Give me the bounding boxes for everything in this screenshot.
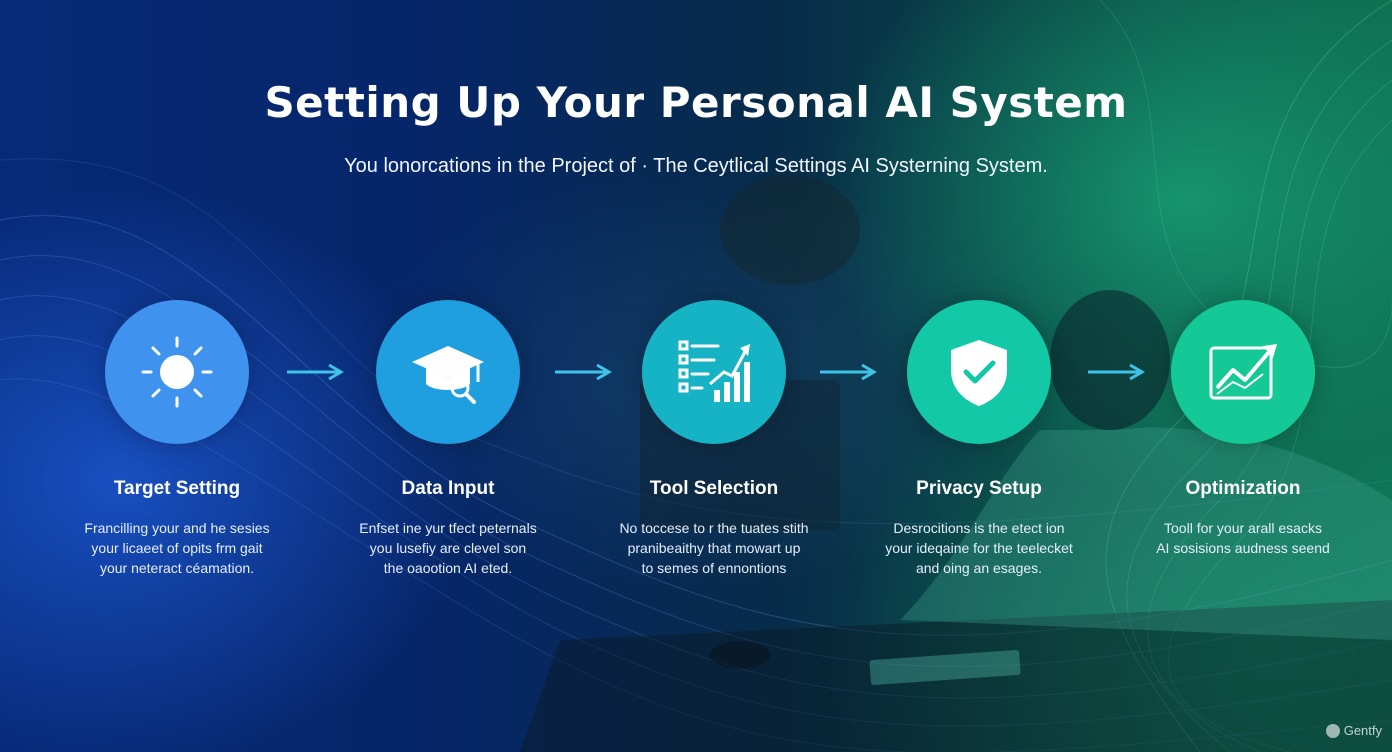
arrow-right-icon — [287, 363, 344, 381]
checklist-chart-icon — [678, 340, 750, 402]
arrow-right-icon — [820, 363, 877, 381]
growth-chart-icon — [1209, 344, 1277, 400]
step-title: Optimization — [1185, 478, 1301, 499]
graduation-cap-icon — [412, 346, 484, 404]
page-title: Setting Up Your Personal AI System — [264, 78, 1128, 127]
step-description: Tooll for your arall esacks AI sosisions… — [1156, 520, 1330, 556]
step-description: No toccese to r the tuates stith pranibe… — [619, 520, 809, 576]
brand-logo-icon — [1325, 723, 1340, 738]
step-tool-selection: Tool Selection No toccese to r the tuate… — [594, 300, 834, 578]
step-icon-circle — [642, 300, 786, 444]
step-title: Tool Selection — [649, 478, 779, 499]
step-optimization: Optimization Tooll for your arall esacks… — [1123, 300, 1363, 558]
step-description: Desrocitions is the etect ion your ideqa… — [885, 520, 1073, 576]
step-icon-circle — [376, 300, 520, 444]
step-description: Enfset ine yur tfect peternals you lusef… — [359, 520, 537, 576]
arrow-right-icon — [555, 363, 612, 381]
step-privacy-setup: Privacy Setup Desrocitions is the etect … — [859, 300, 1099, 578]
step-icon-circle — [1171, 300, 1315, 444]
step-title: Data Input — [401, 478, 495, 499]
shield-check-icon — [951, 340, 1007, 406]
step-title: Privacy Setup — [916, 478, 1042, 499]
step-icon-circle — [907, 300, 1051, 444]
step-icon-circle — [105, 300, 249, 444]
step-data-input: Data Input Enfset ine yur tfect peternal… — [328, 300, 568, 578]
brand-label: Gentfy — [1343, 723, 1382, 738]
arrow-right-icon — [1088, 363, 1145, 381]
page-subtitle: You lonorcations in the Project of · The… — [344, 155, 1048, 177]
step-description: Francilling your and he sesies your lica… — [84, 520, 270, 576]
sun-icon — [141, 336, 213, 408]
brand-watermark: Gentfy — [1325, 723, 1382, 738]
step-target-setting: Target Setting Francilling your and he s… — [57, 300, 297, 578]
step-title: Target Setting — [113, 478, 241, 499]
